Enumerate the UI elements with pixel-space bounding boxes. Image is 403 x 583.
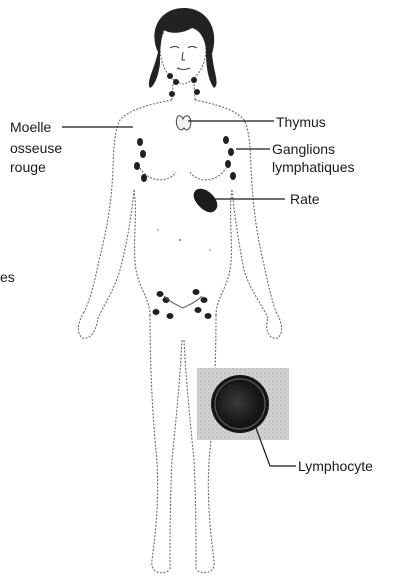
cropped-text-fragment: es [0, 269, 15, 285]
body-figure [78, 20, 281, 573]
lymph-node [225, 160, 231, 168]
lymph-node [169, 91, 175, 97]
stipple-marks [157, 229, 211, 251]
lymph-node [153, 309, 160, 315]
breast-outline [140, 168, 226, 180]
bone-marrow-label-line1: Moelle [10, 119, 51, 135]
inguinal-lymph-nodes [153, 289, 212, 319]
lymph-node [141, 174, 147, 182]
lymph-node [230, 172, 236, 180]
lymph-node [201, 297, 208, 303]
pelvic-vessels [164, 296, 202, 308]
lymph-node [194, 89, 200, 95]
thymus-organ [176, 116, 190, 130]
lymph-node [137, 138, 143, 146]
stipple-dot [157, 229, 159, 231]
mouth [177, 68, 190, 70]
leg-outline [150, 315, 216, 573]
lymph-node [167, 73, 173, 79]
lymphocyte-label: Lymphocyte [298, 458, 373, 474]
lymph-node [167, 313, 174, 319]
neck-outline [172, 84, 195, 100]
stipple-dot [179, 239, 181, 241]
left-eye [170, 47, 179, 49]
hair [149, 8, 217, 88]
spleen-label: Rate [290, 191, 320, 207]
lymph-node [173, 79, 179, 85]
left-lymph-nodes [134, 138, 147, 182]
right-hand-outline [267, 312, 282, 338]
right-lymph-nodes [223, 136, 236, 180]
lymph-node [193, 289, 200, 295]
lymphocyte-inset [197, 368, 289, 440]
nose [182, 52, 185, 60]
lymph-nodes-label-line2: lymphatiques [272, 159, 355, 175]
lymph-node [140, 150, 146, 158]
facial-features [170, 47, 197, 70]
lymph-node [191, 77, 197, 83]
spleen-organ [194, 189, 218, 213]
lymphocyte-nucleus [217, 382, 261, 426]
bone-marrow-label-line3: rouge [10, 159, 46, 175]
lymph-node [195, 307, 202, 313]
lymph-nodes-label-line1: Ganglions [272, 141, 335, 157]
left-hand-outline [78, 312, 98, 338]
inner-arm-outline [98, 190, 268, 318]
neck-lymph-nodes [167, 73, 200, 97]
right-eye [188, 47, 197, 49]
lymph-node [134, 162, 140, 170]
lymph-node [228, 148, 234, 156]
thymus-label: Thymus [276, 114, 326, 130]
bone-marrow-label-line2: osseuse [10, 140, 62, 156]
hip-outline [134, 190, 232, 315]
lymph-node [157, 291, 164, 297]
lymph-node [205, 313, 212, 319]
stipple-dot [209, 249, 211, 251]
lymph-node [223, 136, 229, 144]
